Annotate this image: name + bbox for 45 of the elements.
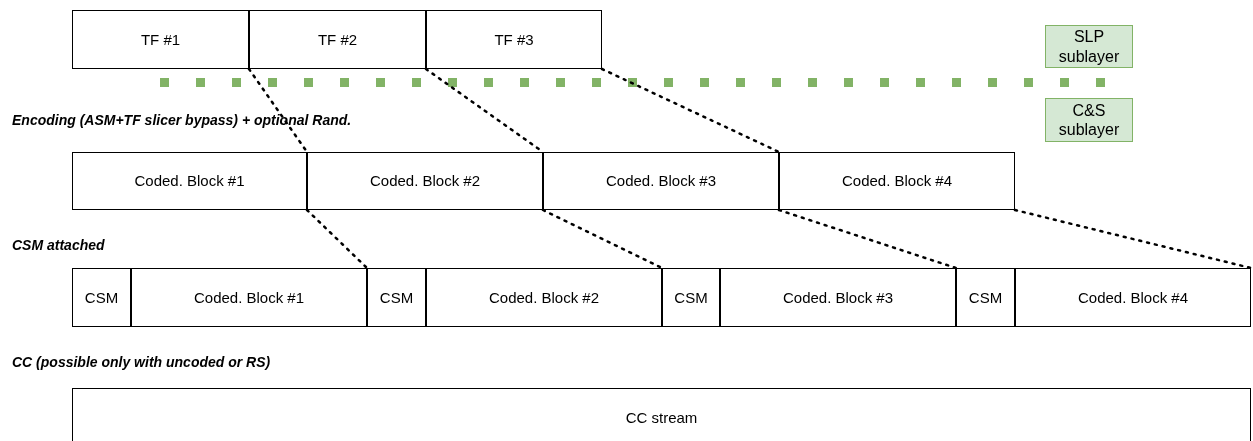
dotted-line: [1013, 208, 1253, 270]
cell-label: Coded. Block #2: [368, 172, 482, 190]
frame-cell: [662, 268, 720, 327]
stage-heading: CC (possible only with uncoded or RS): [12, 354, 271, 370]
stage-heading: Encoding (ASM+TF slicer bypass) + optional Rand.: [12, 112, 352, 128]
frame-cell: [72, 268, 131, 327]
cell-label: TF #2: [316, 30, 359, 49]
sublayer-box: [1045, 25, 1133, 68]
dotted-line: [777, 208, 958, 270]
dotted-line: [541, 208, 664, 270]
cell-label: CSM: [967, 288, 1004, 307]
cell-label: Coded. Block #4: [840, 172, 954, 190]
frame-cell: [1015, 268, 1251, 327]
frame-cell: [426, 10, 602, 69]
frame-cell: [72, 10, 249, 69]
cell-label: CSM: [673, 288, 709, 307]
frame-cell: [72, 388, 1251, 441]
frame-cell: [72, 152, 307, 210]
frame-cell: [367, 268, 426, 327]
cell-label: CC stream: [624, 409, 699, 427]
stage-heading: CSM attached: [12, 237, 105, 253]
cell-label: SLP sublayer: [1057, 27, 1121, 66]
cell-label: Coded. Block #4: [1076, 288, 1190, 307]
frame-cell: [131, 268, 367, 327]
dotted-line: [600, 67, 781, 154]
frame-cell: [307, 152, 543, 210]
sublayer-box: [1045, 98, 1133, 142]
cell-label: Coded. Block #3: [604, 172, 718, 190]
cell-label: Coded. Block #3: [781, 288, 895, 307]
frame-cell: [426, 268, 662, 327]
dotted-line: [247, 67, 309, 154]
frame-cell: [720, 268, 956, 327]
frame-cell: [543, 152, 779, 210]
frame-cell: [249, 10, 426, 69]
cell-label: Coded. Block #1: [133, 172, 246, 190]
cell-label: TF #1: [139, 30, 182, 49]
cell-label: TF #3: [493, 30, 535, 49]
frame-cell: [779, 152, 1015, 210]
dotted-line: [305, 208, 369, 270]
cell-label: CSM: [378, 288, 415, 307]
cell-label: CSM: [83, 288, 120, 307]
cell-label: C&S sublayer: [1057, 100, 1121, 140]
frame-cell: [956, 268, 1015, 327]
cell-label: Coded. Block #1: [192, 288, 306, 307]
cell-label: Coded. Block #2: [487, 288, 601, 307]
